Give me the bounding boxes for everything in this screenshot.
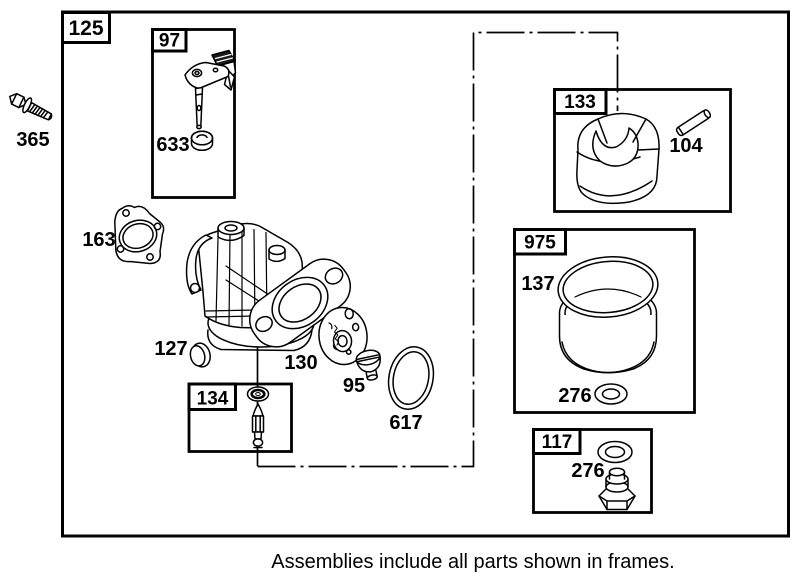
part-label-365: 365 (16, 129, 49, 151)
washer-276-drain (597, 440, 633, 464)
throttle-shaft-97 (184, 49, 237, 130)
frame-number-975: 975 (524, 233, 556, 254)
screw-95 (355, 349, 381, 381)
label-box-125 (61, 11, 111, 44)
label-box-117 (532, 428, 582, 455)
frame-label-boxes: 125 97 133 975 134 117 (61, 11, 608, 455)
seal-127 (189, 342, 211, 368)
needle-seat-134 (246, 386, 270, 402)
washer-633 (190, 130, 214, 152)
mounting-bolt-365 (9, 92, 53, 121)
label-box-97 (151, 28, 188, 53)
label-box-134 (187, 382, 237, 411)
part-label-104: 104 (669, 135, 703, 157)
part-label-276-bowl: 276 (558, 385, 591, 407)
part-label-276-drain: 276 (571, 460, 604, 482)
frame-number-117: 117 (542, 432, 573, 453)
part-label-617: 617 (389, 412, 422, 434)
frame-number-97: 97 (159, 31, 180, 52)
caption-text: Assemblies include all parts shown in fr… (271, 551, 675, 573)
bowl-oring-137 (557, 256, 659, 318)
part-label-95: 95 (343, 375, 365, 397)
part-label-127: 127 (154, 338, 187, 360)
frame-number-125: 125 (68, 17, 103, 40)
gasket-163 (114, 205, 165, 265)
part-label-130: 130 (284, 352, 317, 374)
frame-number-134: 134 (197, 389, 229, 410)
needle-valve-134 (251, 403, 265, 449)
connector-line-float (257, 31, 619, 468)
oring-617 (387, 346, 435, 410)
washer-276-bowl (594, 383, 628, 405)
drain-bolt-117 (598, 467, 636, 511)
part-label-137: 137 (521, 273, 554, 295)
float-133 (576, 112, 660, 205)
part-labels: 365 633 163 127 130 95 617 104 137 276 2… (16, 129, 703, 482)
part-label-633: 633 (156, 134, 189, 156)
label-box-975 (513, 228, 567, 256)
cover-plate-130 (318, 306, 368, 366)
label-box-133 (553, 88, 608, 115)
part-label-163: 163 (82, 229, 115, 251)
hinge-pin-104 (675, 109, 712, 137)
carburetor-body (185, 220, 352, 352)
frame-number-133: 133 (564, 92, 596, 113)
